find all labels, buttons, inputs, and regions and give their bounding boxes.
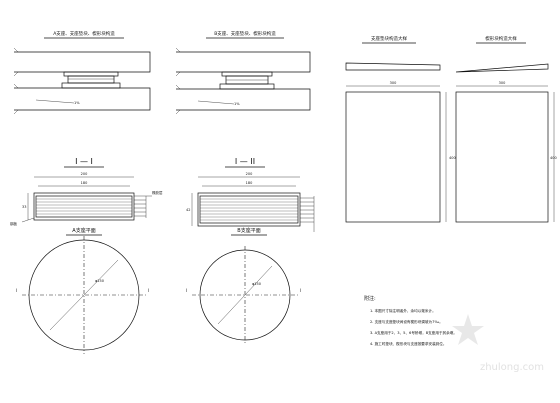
sec-b-height-dim: 42 [186,208,190,212]
sec-a-layer-leaders [134,196,147,218]
rubber-layer-label: 橡胶层 [152,190,163,195]
section-a-title: I — I [75,157,93,166]
watermark-logo-icon [452,314,484,345]
wedge-height-label: 400 [550,156,557,160]
sec-a-layers [35,195,133,218]
plate-label: 钢板 [10,221,17,226]
sec-b-outer-dim: 200 [246,172,253,176]
plan-b-cut-right: I [300,288,301,293]
b-slope-label: 1% [234,102,240,106]
a-bearing-elevation: A支座、支座垫块、楔形块构造 1% [13,30,151,115]
sec-a-height-dim: 33 [22,205,26,209]
pad-height-label: 400 [449,156,456,160]
plan-a-cut-left: I [16,288,17,293]
sec-b-layer-leaders [300,196,315,232]
note-line-3: 3. A支座用于2、3、5、6号桥墩，B支座用于其余墩。 [370,330,457,335]
b-elevation-title: B支座、支座垫块、楔形块构造 [214,30,276,37]
notes-title: 附注: [364,295,376,302]
sec-b-layers [199,195,299,224]
sec-a-inner-dim: 180 [81,181,88,185]
section-b-title: I — II [235,157,255,166]
plan-b-diam: φ150 [252,282,261,286]
pad-width-label: 300 [390,81,397,85]
plan-a-title: A支座平面 [72,227,95,234]
wedge-detail: 楔形块构造大样 300 400 [455,35,557,223]
plan-b-title: B支座平面 [237,227,260,234]
notes-block: 附注: 1. 本图尺寸除注明者外，余均以毫米计。 2. 支座与支座垫块间设有楔形… [364,295,457,346]
plan-a-cut-right: I [148,288,149,293]
note-line-2: 2. 支座与支座垫块间设有楔形块调坡为7‰。 [370,319,443,324]
a-slope-label: 1% [74,101,80,105]
section-a: I — I 200 180 33 橡胶层 钢板 [10,157,163,226]
plan-a: A支座平面 φ150 I I [16,227,149,354]
sec-a-outer-dim: 200 [81,172,88,176]
plan-b: B支座平面 φ150 I I [186,227,301,344]
sec-b-inner-dim: 180 [246,181,253,185]
b-bearing-elevation: B支座、支座垫块、楔形块构造 1% [175,30,311,115]
wedge-width-label: 300 [499,81,506,85]
section-b: I — II 200 180 42 [186,157,315,232]
note-line-4: 4. 施工时垫块、楔形块与支座按要求安装到位。 [370,341,446,346]
watermark: zhulong.com [452,314,544,373]
pad-detail-title: 支座垫块构造大样 [371,35,407,42]
wedge-detail-title: 楔形块构造大样 [485,35,517,42]
note-line-1: 1. 本图尺寸除注明者外，余均以毫米计。 [370,308,436,313]
watermark-text: zhulong.com [480,362,544,373]
plan-b-cut-left: I [186,288,187,293]
pad-detail: 支座垫块构造大样 300 400 [345,35,456,223]
plan-a-diam: φ150 [95,279,104,283]
a-elevation-title: A支座、支座垫块、楔形块构造 [53,30,115,37]
